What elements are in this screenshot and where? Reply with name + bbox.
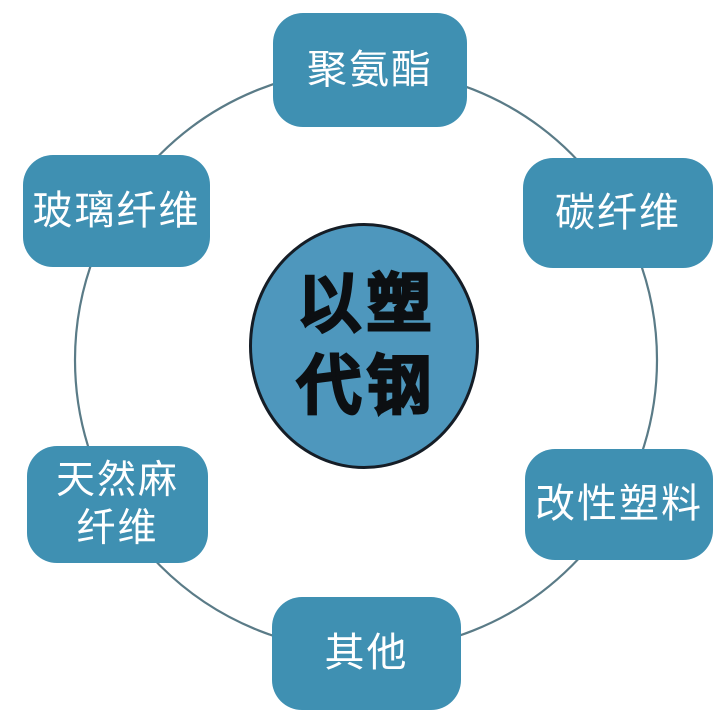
center-concept-line1: 以塑 bbox=[296, 267, 437, 341]
center-concept-line2: 代钢 bbox=[296, 349, 437, 423]
diagram-node-modified-plastics: 改性塑料 bbox=[525, 449, 713, 560]
diagram-node-others: 其他 bbox=[272, 597, 461, 710]
node-label: 碳纤维 bbox=[555, 190, 681, 235]
node-label: 改性塑料 bbox=[535, 482, 703, 527]
center-concept-circle: 以塑 代钢 bbox=[249, 223, 479, 469]
diagram-node-natural-hemp-fiber: 天然麻纤维 bbox=[27, 446, 208, 563]
diagram-node-carbon-fiber: 碳纤维 bbox=[523, 158, 713, 268]
diagram-node-glass-fiber: 玻璃纤维 bbox=[23, 155, 210, 267]
node-label: 其他 bbox=[324, 631, 409, 676]
node-label: 玻璃纤维 bbox=[32, 188, 201, 233]
node-label: 聚氨酯 bbox=[307, 47, 433, 92]
diagram-node-polyurethane: 聚氨酯 bbox=[273, 13, 467, 127]
node-label: 天然麻纤维 bbox=[55, 458, 179, 550]
